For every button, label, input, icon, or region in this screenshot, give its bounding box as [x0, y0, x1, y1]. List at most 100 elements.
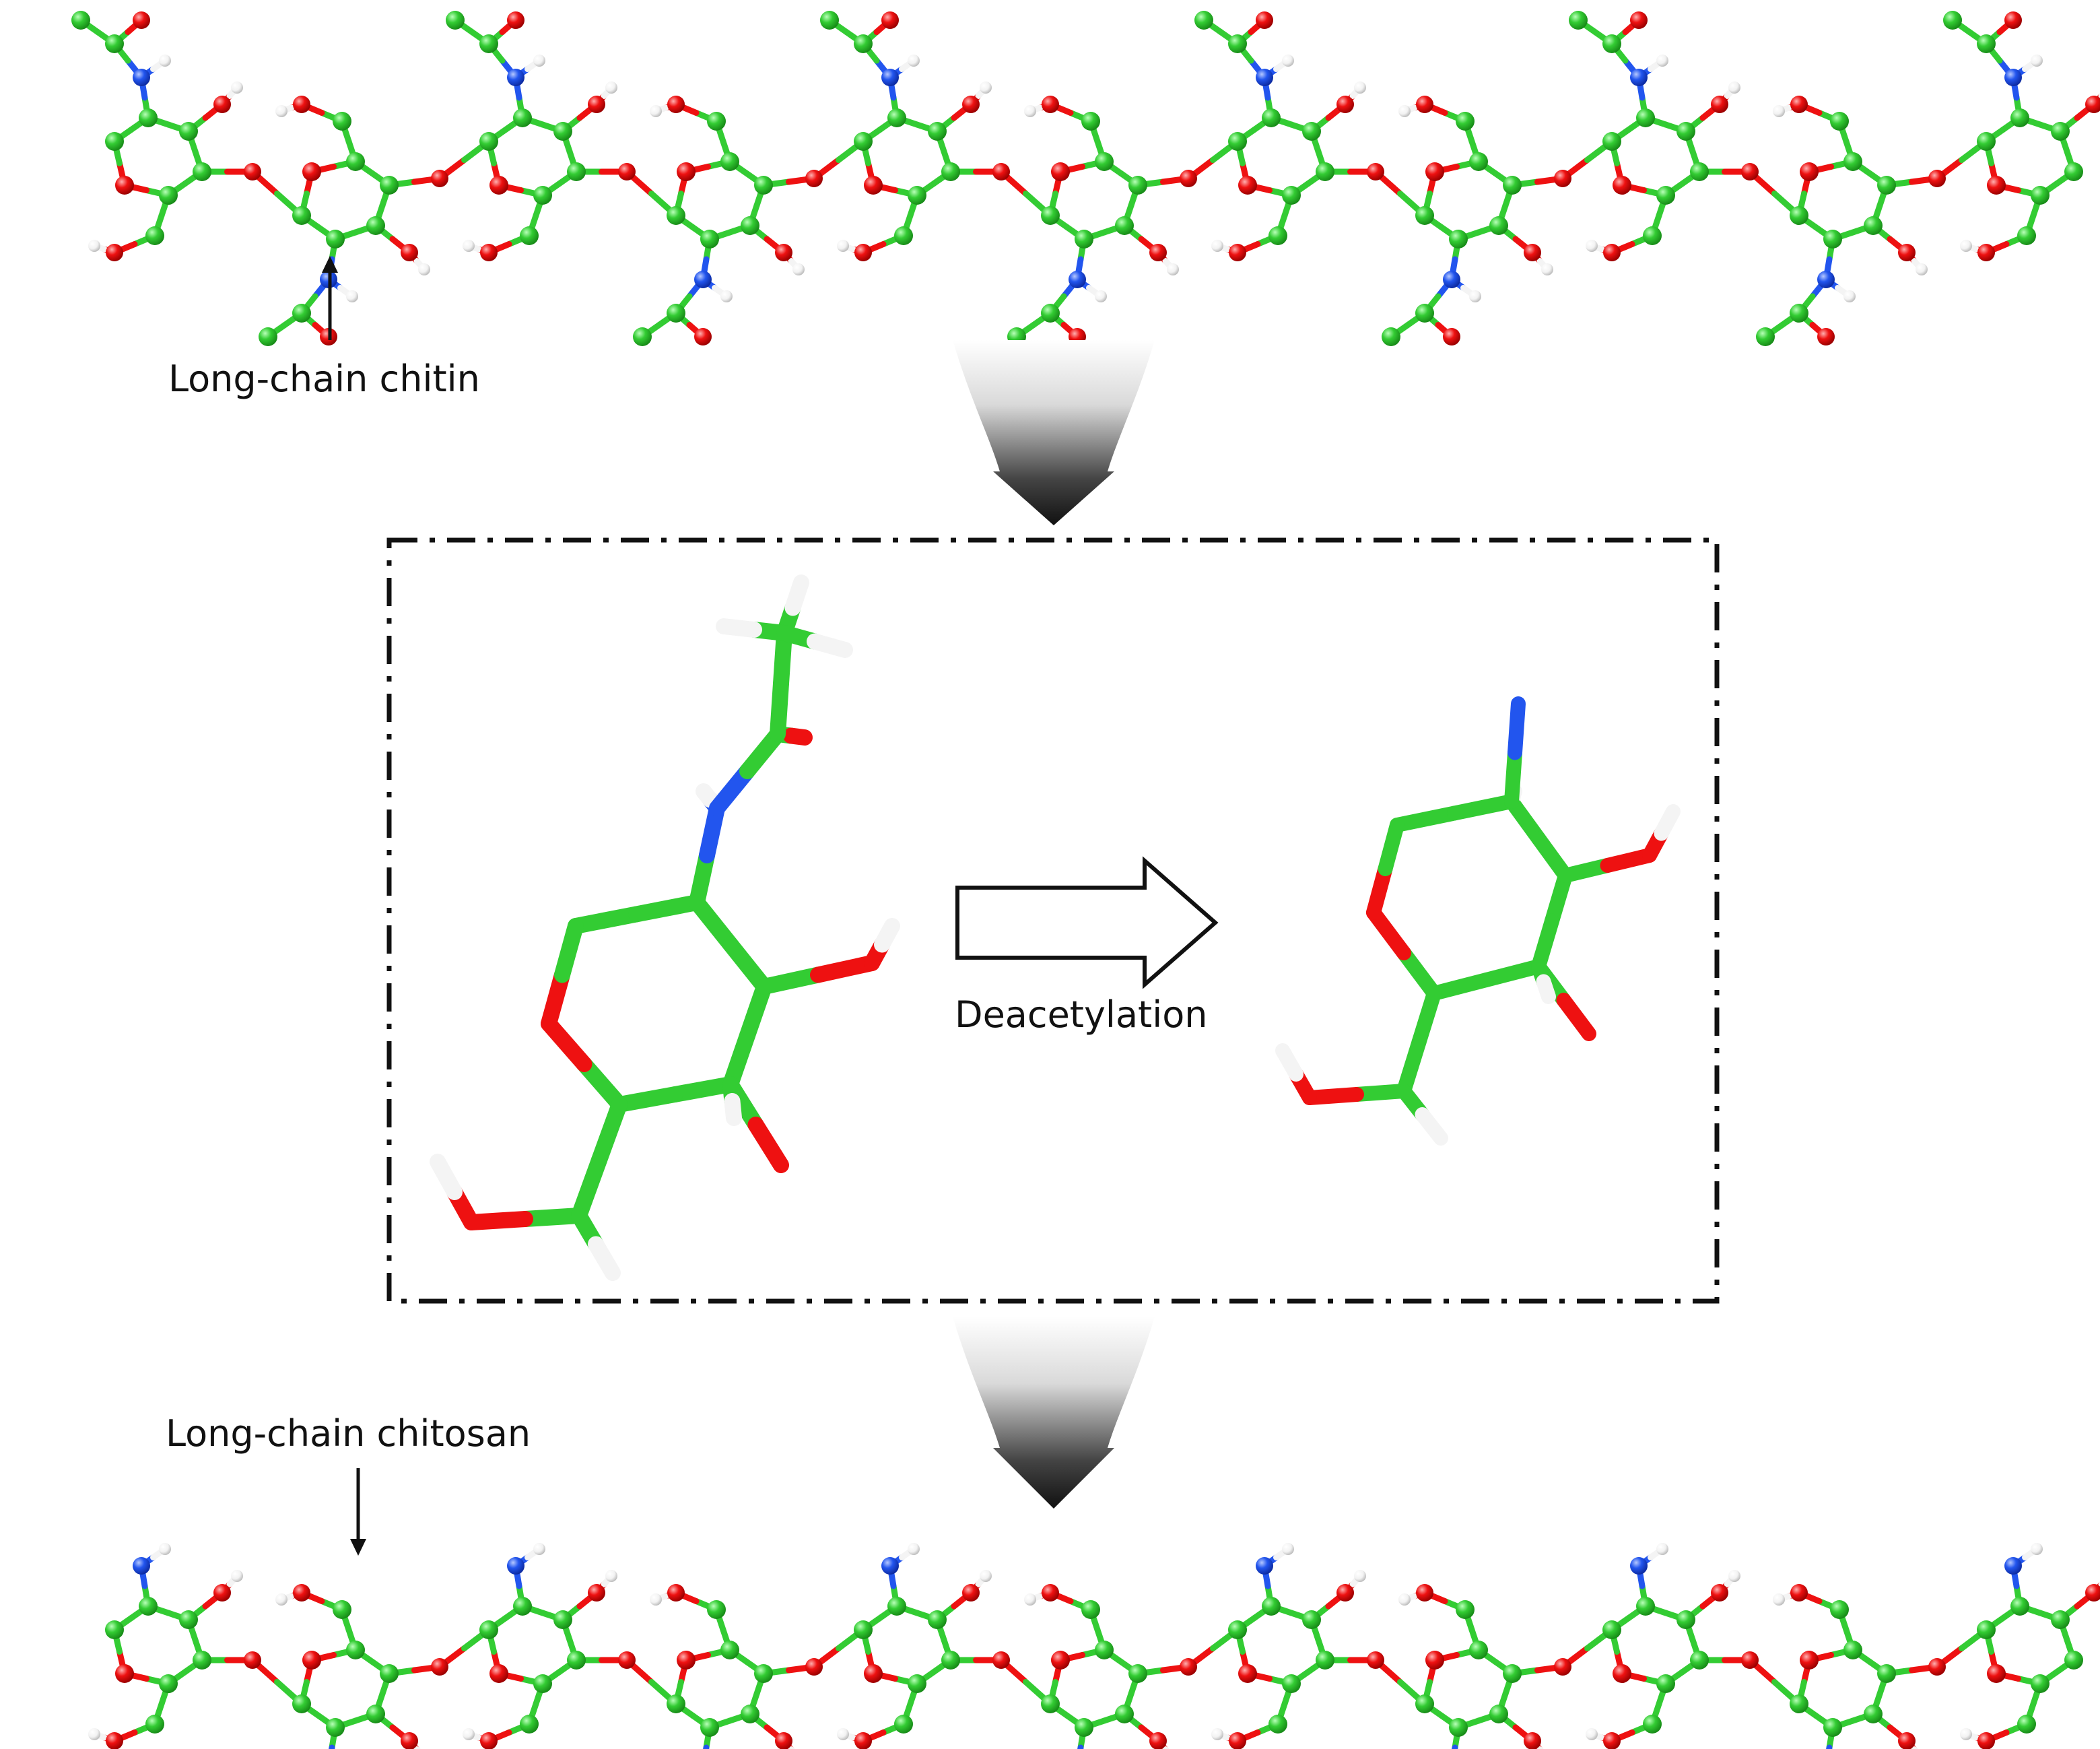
atom-o [302, 162, 321, 181]
stick-bond [1654, 804, 1681, 841]
atom-o [213, 1584, 231, 1602]
atom-h [1586, 1728, 1598, 1740]
atom-o [1238, 1664, 1257, 1683]
atom-c [567, 1651, 586, 1670]
atom-c [1041, 1694, 1060, 1713]
atom-o [667, 96, 685, 113]
atom-o [1367, 163, 1384, 180]
atom-c [1128, 1664, 1147, 1683]
atom-o [115, 1664, 134, 1683]
atom-o [1987, 1664, 2006, 1683]
atom-h [908, 1543, 920, 1555]
atom-h [418, 263, 430, 275]
atom-h [159, 55, 171, 67]
atom-c [707, 1600, 726, 1619]
stick-bond [1366, 905, 1411, 960]
stick-bond [1366, 861, 1393, 920]
atom-o [775, 244, 792, 261]
n-acetylglucosamine-stick-model [430, 574, 900, 1281]
atom-o [302, 1651, 321, 1670]
atom-c [1316, 1651, 1334, 1670]
atom-c [1268, 1715, 1287, 1734]
atom-h [533, 1543, 545, 1555]
atom-h [1211, 1728, 1223, 1740]
atom-o [1416, 96, 1433, 113]
atom-o [1180, 170, 1197, 187]
atom-h [231, 81, 243, 94]
stick-bond [541, 1016, 592, 1072]
atom-h [837, 240, 849, 252]
stick-bond [810, 955, 880, 983]
atom-c [1228, 1620, 1247, 1639]
chitosan-chain-model [88, 1543, 2100, 1749]
atom-h [88, 240, 100, 252]
atom-c [380, 1664, 399, 1683]
atom-o [667, 1584, 685, 1602]
atom-o [854, 244, 872, 261]
atom-o [293, 96, 310, 113]
stick-bond [463, 1211, 533, 1230]
stick-bond [588, 1236, 621, 1281]
atom-o [2004, 11, 2022, 29]
atom-c [533, 186, 552, 205]
atom-n [507, 69, 524, 86]
atom-c [1756, 327, 1775, 346]
atom-c [1302, 1610, 1321, 1629]
stick-bond [628, 894, 705, 923]
stick-bond [1447, 794, 1519, 821]
stick-bond [611, 1086, 683, 1113]
stick-bond [1479, 959, 1546, 987]
stick-bond [773, 625, 792, 692]
atom-c [1503, 176, 1522, 195]
atom-o [1898, 1732, 1916, 1749]
atom-c [1790, 304, 1808, 323]
atom-c [326, 1718, 345, 1737]
atom-c [854, 132, 873, 151]
atom-h [1728, 1570, 1740, 1582]
atom-o [431, 1658, 448, 1676]
atom-c [1636, 1597, 1655, 1616]
atom-c [633, 327, 652, 346]
stick-bond [1349, 1084, 1411, 1102]
atom-c [720, 152, 739, 171]
stick-bond [554, 918, 584, 983]
atom-o [213, 96, 231, 113]
atom-c [1456, 1600, 1475, 1619]
atom-h [1656, 1543, 1668, 1555]
atom-c [1656, 1674, 1675, 1693]
atom-c [928, 1610, 947, 1629]
atom-o [1180, 1658, 1197, 1676]
stick-bond [1504, 745, 1522, 809]
atom-o [1425, 1651, 1444, 1670]
atom-c [513, 108, 532, 127]
atom-c [2031, 186, 2050, 205]
stick-bond [722, 1027, 755, 1092]
atom-o [1741, 163, 1759, 180]
atom-c [333, 1600, 351, 1619]
atom-o [2085, 96, 2100, 113]
atom-c [1503, 1664, 1522, 1683]
atom-h [1773, 105, 1785, 117]
atom-c [1194, 11, 1213, 30]
atom-c [2031, 1674, 2050, 1693]
stick-bond [1411, 986, 1442, 1050]
atom-h [1916, 263, 1928, 275]
stick-bond [1531, 913, 1559, 974]
atom-o [431, 170, 448, 187]
atom-c [326, 230, 345, 249]
atom-c [1449, 230, 1468, 249]
stick-bond [1396, 946, 1442, 1001]
atom-o [618, 1651, 636, 1669]
atom-c [1843, 152, 1862, 171]
stick-bond [874, 918, 900, 953]
atom-h [1728, 81, 1740, 94]
atom-h [1398, 1593, 1411, 1606]
atom-c [1864, 216, 1883, 235]
stick-bond [430, 1154, 463, 1200]
atom-c [754, 1664, 773, 1683]
atom-h [1024, 105, 1036, 117]
atom-c [1790, 1694, 1808, 1713]
atom-o [1613, 176, 1631, 195]
stick-bond [722, 936, 772, 995]
atom-o [1630, 11, 1648, 29]
